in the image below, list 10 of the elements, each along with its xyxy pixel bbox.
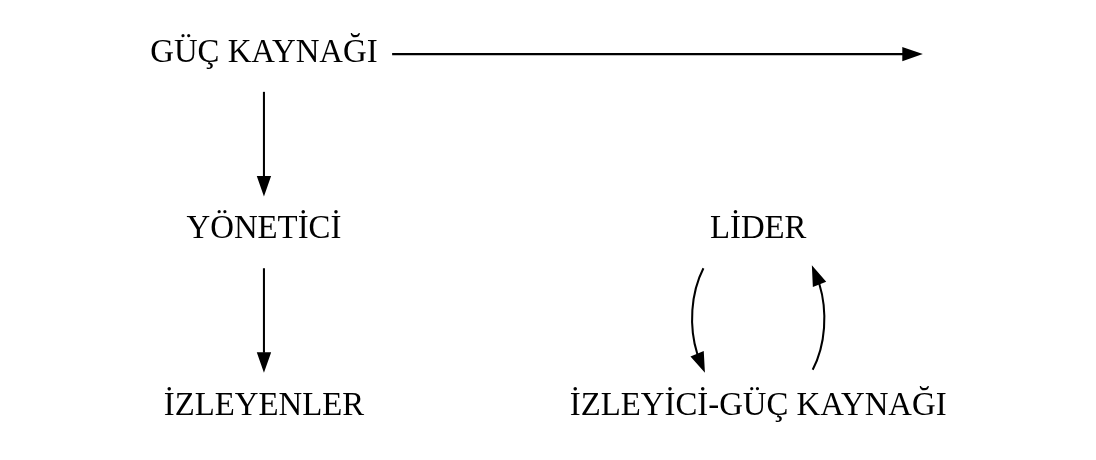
node-text: YÖNETİCİ — [186, 208, 342, 245]
arrow — [256, 267, 272, 373]
node-text: GÜÇ KAYNAĞI — [150, 32, 378, 69]
node-text: İZLEYENLER — [163, 385, 365, 422]
arrow — [690, 267, 705, 373]
arrow — [811, 264, 827, 370]
arrow — [392, 46, 923, 61]
node-text: LİDER — [709, 208, 807, 245]
arrow — [256, 91, 272, 196]
node-text: İZLEYİCİ-GÜÇ KAYNAĞI — [569, 385, 947, 422]
